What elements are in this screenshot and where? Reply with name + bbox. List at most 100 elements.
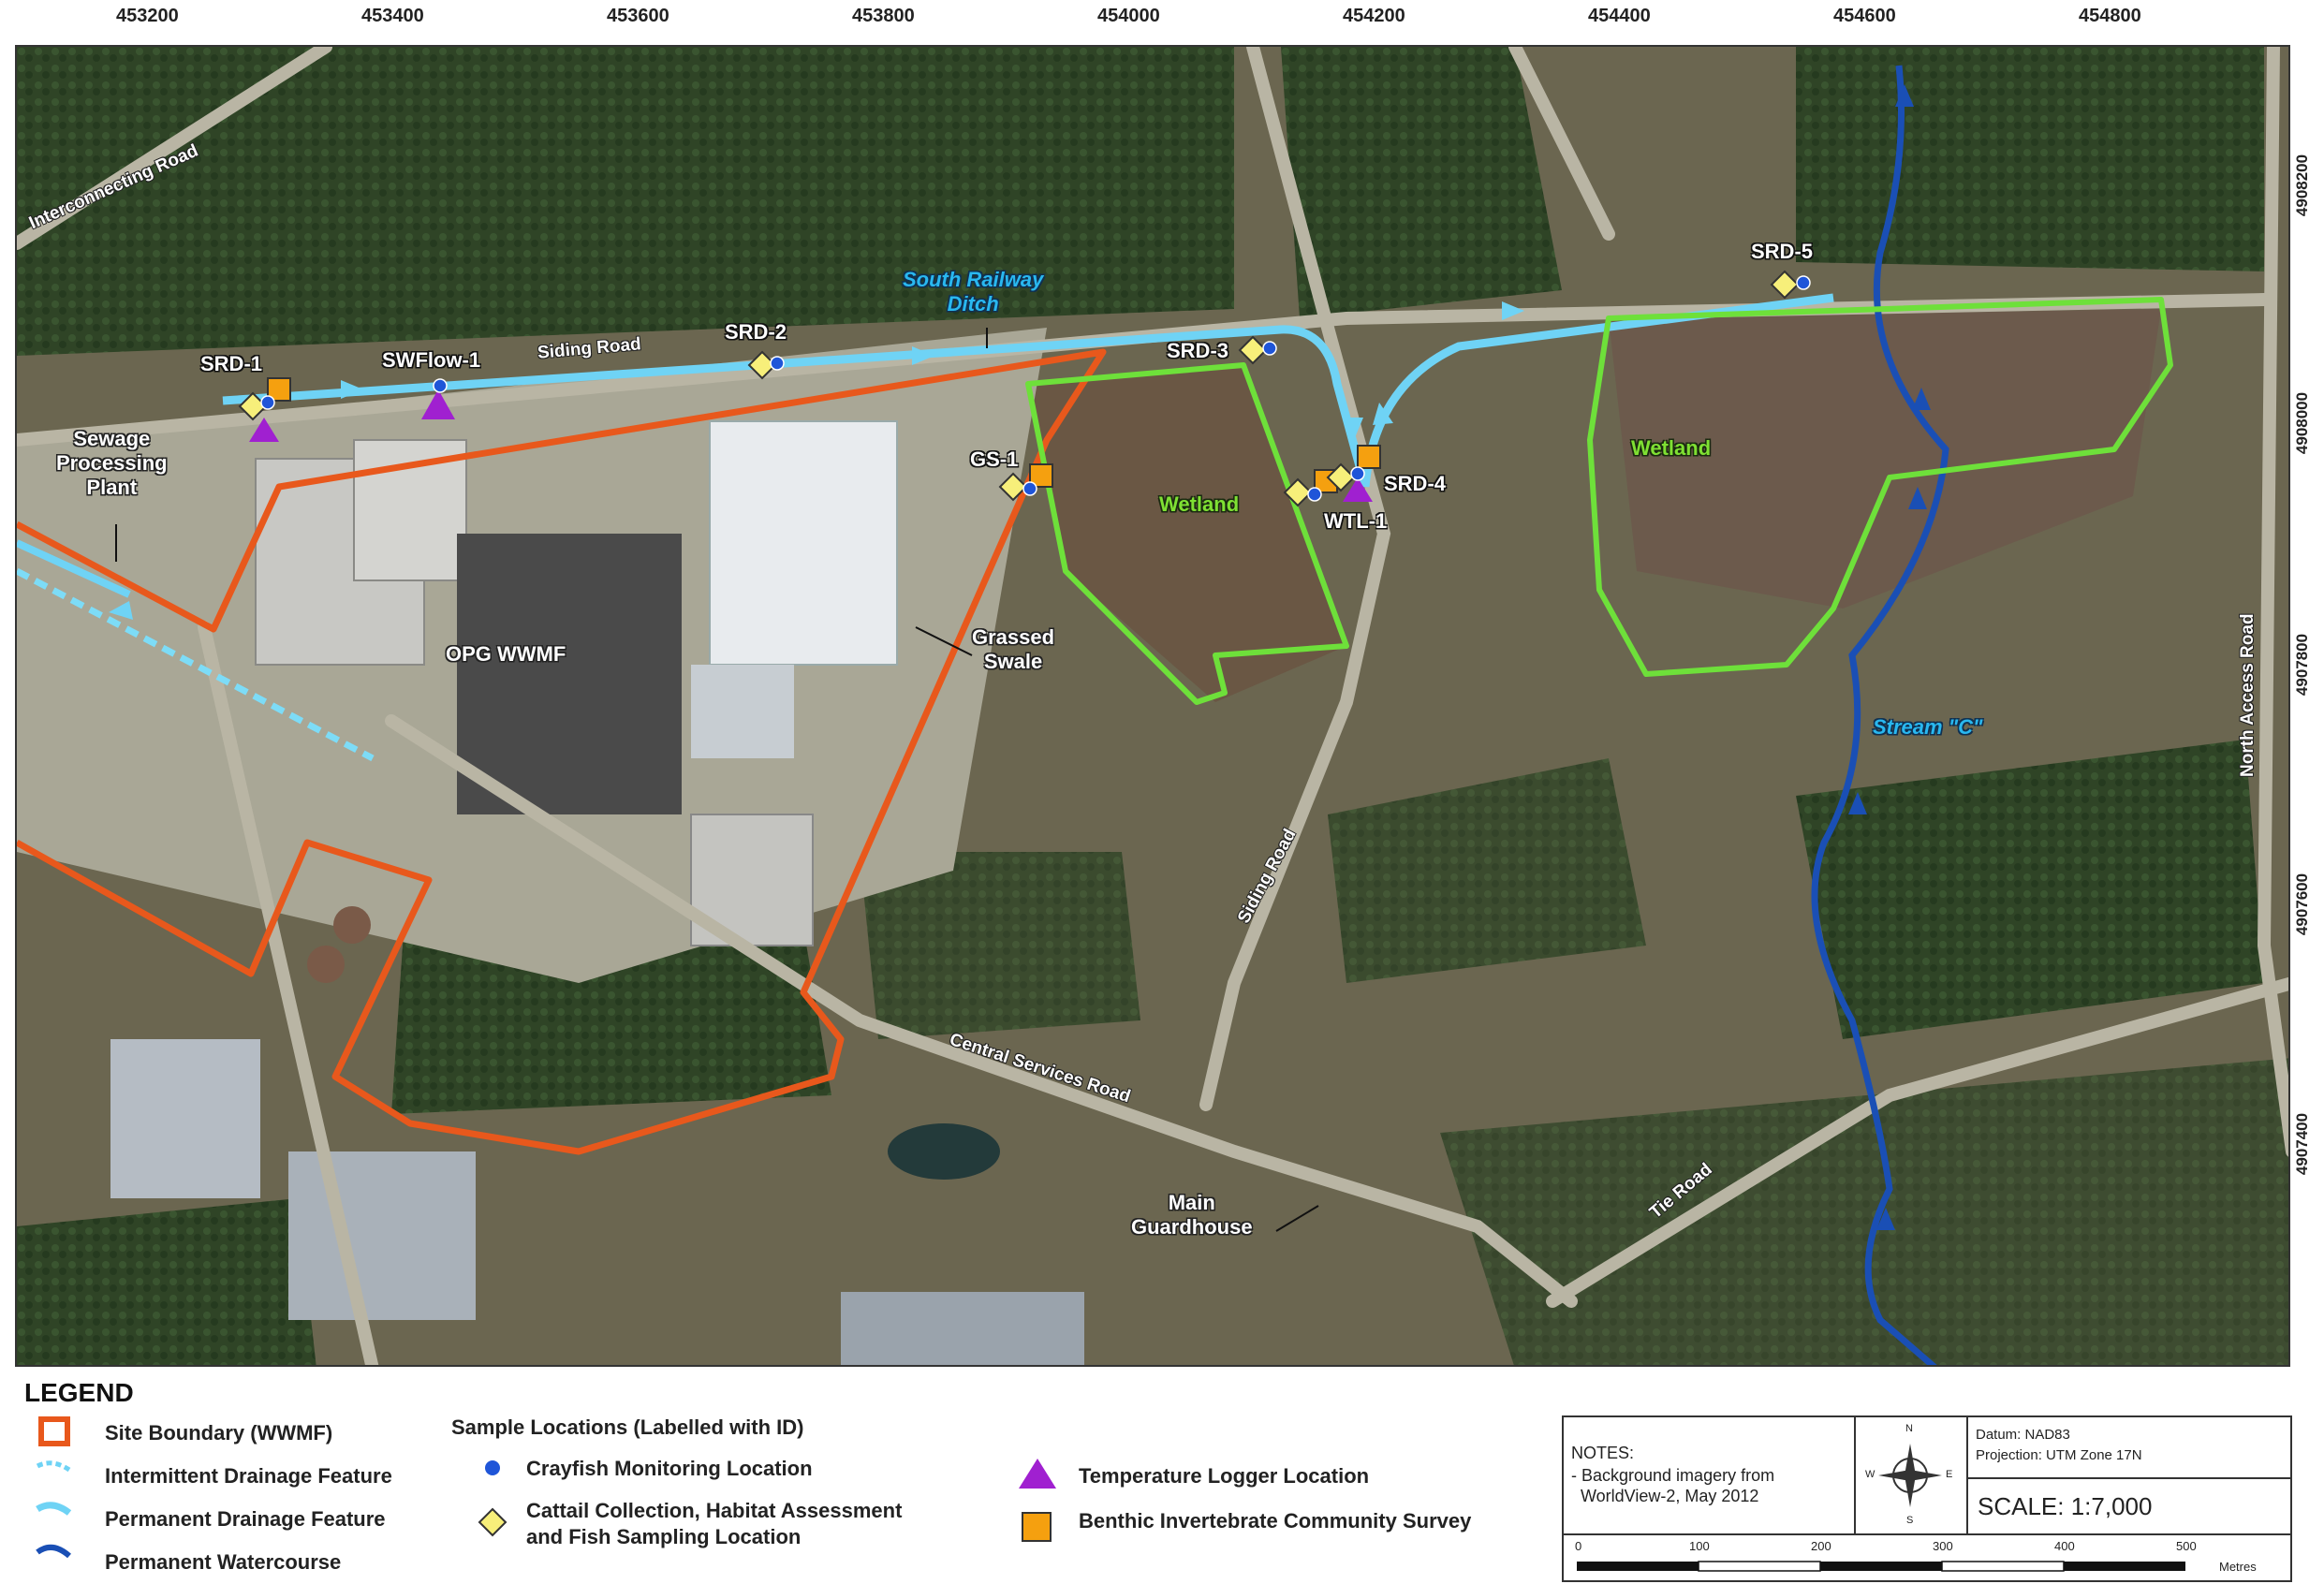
temperature-symbol <box>1019 1459 1056 1489</box>
datum-text: Datum: NAD83 <box>1976 1427 2070 1443</box>
crayfish-marker-srd3[interactable] <box>1262 341 1277 356</box>
legend-point-symbols-2 <box>1019 1459 1056 1542</box>
temperature-marker-srd4[interactable] <box>1343 477 1373 502</box>
easting-tick: 454200 <box>1343 6 1405 26</box>
scale-seg <box>1941 1561 2065 1572</box>
cattail-marker-gs1[interactable] <box>998 472 1028 502</box>
wetland-label-left: Wetland <box>1159 492 1240 516</box>
scale-tick: 400 <box>2054 1539 2075 1553</box>
datum-panel: Datum: NAD83 Projection: UTM Zone 17N <box>1966 1417 2290 1479</box>
forest-north <box>17 47 1234 356</box>
wetland-terrain-left <box>1028 365 1346 702</box>
benthic-symbol <box>1022 1512 1052 1542</box>
sewage-line2: Processing <box>56 451 168 475</box>
sample-label-srd1[interactable]: SRD-1 <box>200 352 263 375</box>
forest-northeast <box>1796 47 2264 271</box>
northing-tick: 4908000 <box>2293 391 2312 455</box>
stream-c-label: Stream "C" <box>1873 715 1983 739</box>
notes-box: NOTES: - Background imagery from WorldVi… <box>1562 1415 2292 1582</box>
crayfish-marker-wtl1[interactable] <box>1307 487 1322 502</box>
benthic-marker-srd4[interactable] <box>1357 445 1381 469</box>
crayfish-marker-gs1[interactable] <box>1022 481 1037 496</box>
main-guardhouse-label: Main Guardhouse <box>1131 1191 1253 1239</box>
flow-arrow <box>109 601 133 620</box>
cattail-marker-wtl1[interactable] <box>1283 477 1313 507</box>
easting-tick: 453200 <box>116 6 179 26</box>
sample-label-srd4[interactable]: SRD-4 <box>1384 472 1447 495</box>
legend-permanent-watercourse: Permanent Watercourse <box>105 1550 342 1574</box>
siding-road-side-path <box>1199 47 1391 1111</box>
temperature-marker-srd1[interactable] <box>249 418 279 442</box>
south-railway-ditch-label: South Railway Ditch <box>903 268 1043 316</box>
sample-label-swflow1[interactable]: SWFlow-1 <box>382 348 481 372</box>
forest-south-swale <box>860 852 1140 1039</box>
projection-text: Projection: UTM Zone 17N <box>1976 1447 2142 1463</box>
temperature-marker-swflow1[interactable] <box>421 389 455 419</box>
legend-cattail-line2: and Fish Sampling Location <box>526 1525 802 1548</box>
sample-symbols <box>238 270 1811 507</box>
sample-label-gs1[interactable]: GS-1 <box>970 447 1019 471</box>
crayfish-symbol <box>485 1460 500 1475</box>
swale-leader <box>915 626 973 656</box>
legend-line-symbols <box>36 1416 72 1559</box>
crayfish-marker-srd1[interactable] <box>260 395 275 410</box>
scale-tick: 300 <box>1933 1539 1953 1553</box>
easting-tick: 453800 <box>852 6 915 26</box>
easting-tick: 454000 <box>1097 6 1160 26</box>
northing-tick: 4907400 <box>2293 1112 2312 1176</box>
opg-wwmf-label: OPG WWMF <box>446 642 566 666</box>
road-north-ne <box>1508 47 1615 241</box>
sewage-line3: Plant <box>86 476 138 499</box>
building-south <box>841 1292 1084 1365</box>
flow-arrow <box>1373 403 1393 425</box>
grassed-swale-label: Grassed Swale <box>972 625 1054 674</box>
scale-seg <box>1820 1562 1942 1571</box>
wetland-label-right: Wetland <box>1631 436 1712 460</box>
cattail-marker-srd4[interactable] <box>1326 462 1356 492</box>
flow-arrow <box>1345 418 1363 440</box>
south-railway-ditch-line2: Ditch <box>947 292 999 315</box>
guardhouse-line2: Guardhouse <box>1131 1215 1253 1239</box>
legend-intermittent: Intermittent Drainage Feature <box>105 1464 392 1488</box>
cattail-symbol <box>478 1507 507 1537</box>
flow-arrow <box>912 346 934 365</box>
legend-title: LEGEND <box>24 1378 134 1407</box>
scale-seg <box>2064 1562 2185 1571</box>
north-arrow-compass <box>1878 1444 1942 1507</box>
sample-label-wtl1[interactable]: WTL-1 <box>1324 509 1388 533</box>
easting-tick: 453600 <box>607 6 669 26</box>
sample-label-srd5[interactable]: SRD-5 <box>1751 240 1814 263</box>
leader-lines <box>115 328 1319 1232</box>
map-frame[interactable]: Interconnecting Road Siding Road Siding … <box>15 45 2290 1367</box>
crayfish-marker-srd2[interactable] <box>770 356 785 371</box>
forest-north-center <box>1281 47 1562 318</box>
crayfish-marker-srd4[interactable] <box>1350 466 1365 481</box>
cattail-marker-srd5[interactable] <box>1770 270 1800 300</box>
legend-temperature: Temperature Logger Location <box>1079 1464 1370 1488</box>
tank-1 <box>333 906 371 944</box>
sample-label-srd2[interactable]: SRD-2 <box>725 320 787 344</box>
stream-arrow <box>1908 487 1927 509</box>
stream-c <box>1811 65 1949 1365</box>
legend-crayfish: Crayfish Monitoring Location <box>526 1457 813 1480</box>
guardhouse-line1: Main <box>1168 1191 1215 1214</box>
crayfish-marker-swflow1[interactable] <box>433 378 448 393</box>
scale-unit: Metres <box>2219 1560 2257 1574</box>
compass-w: W <box>1865 1469 1875 1480</box>
central-services-road-path <box>385 714 1578 1308</box>
wetland-boundary-left <box>1025 362 1349 705</box>
sample-label-srd3[interactable]: SRD-3 <box>1167 339 1229 362</box>
scale-tick: 0 <box>1575 1539 1582 1553</box>
tie-road-path <box>1546 976 2288 1308</box>
stream-arrow <box>1895 84 1914 107</box>
notes-divider <box>1564 1533 2290 1535</box>
sewage-line1: Sewage <box>73 427 151 450</box>
opg-wwmf-dark-area <box>457 534 682 814</box>
compass-e: E <box>1946 1469 1953 1480</box>
cattail-marker-srd3[interactable] <box>1238 335 1268 365</box>
easting-tick: 454800 <box>2079 6 2141 26</box>
scale-text: SCALE: 1:7,000 <box>1978 1492 2153 1520</box>
building-southwest-2 <box>288 1151 476 1320</box>
wetland-terrain-right <box>1609 309 2161 609</box>
crayfish-marker-srd5[interactable] <box>1796 275 1811 290</box>
